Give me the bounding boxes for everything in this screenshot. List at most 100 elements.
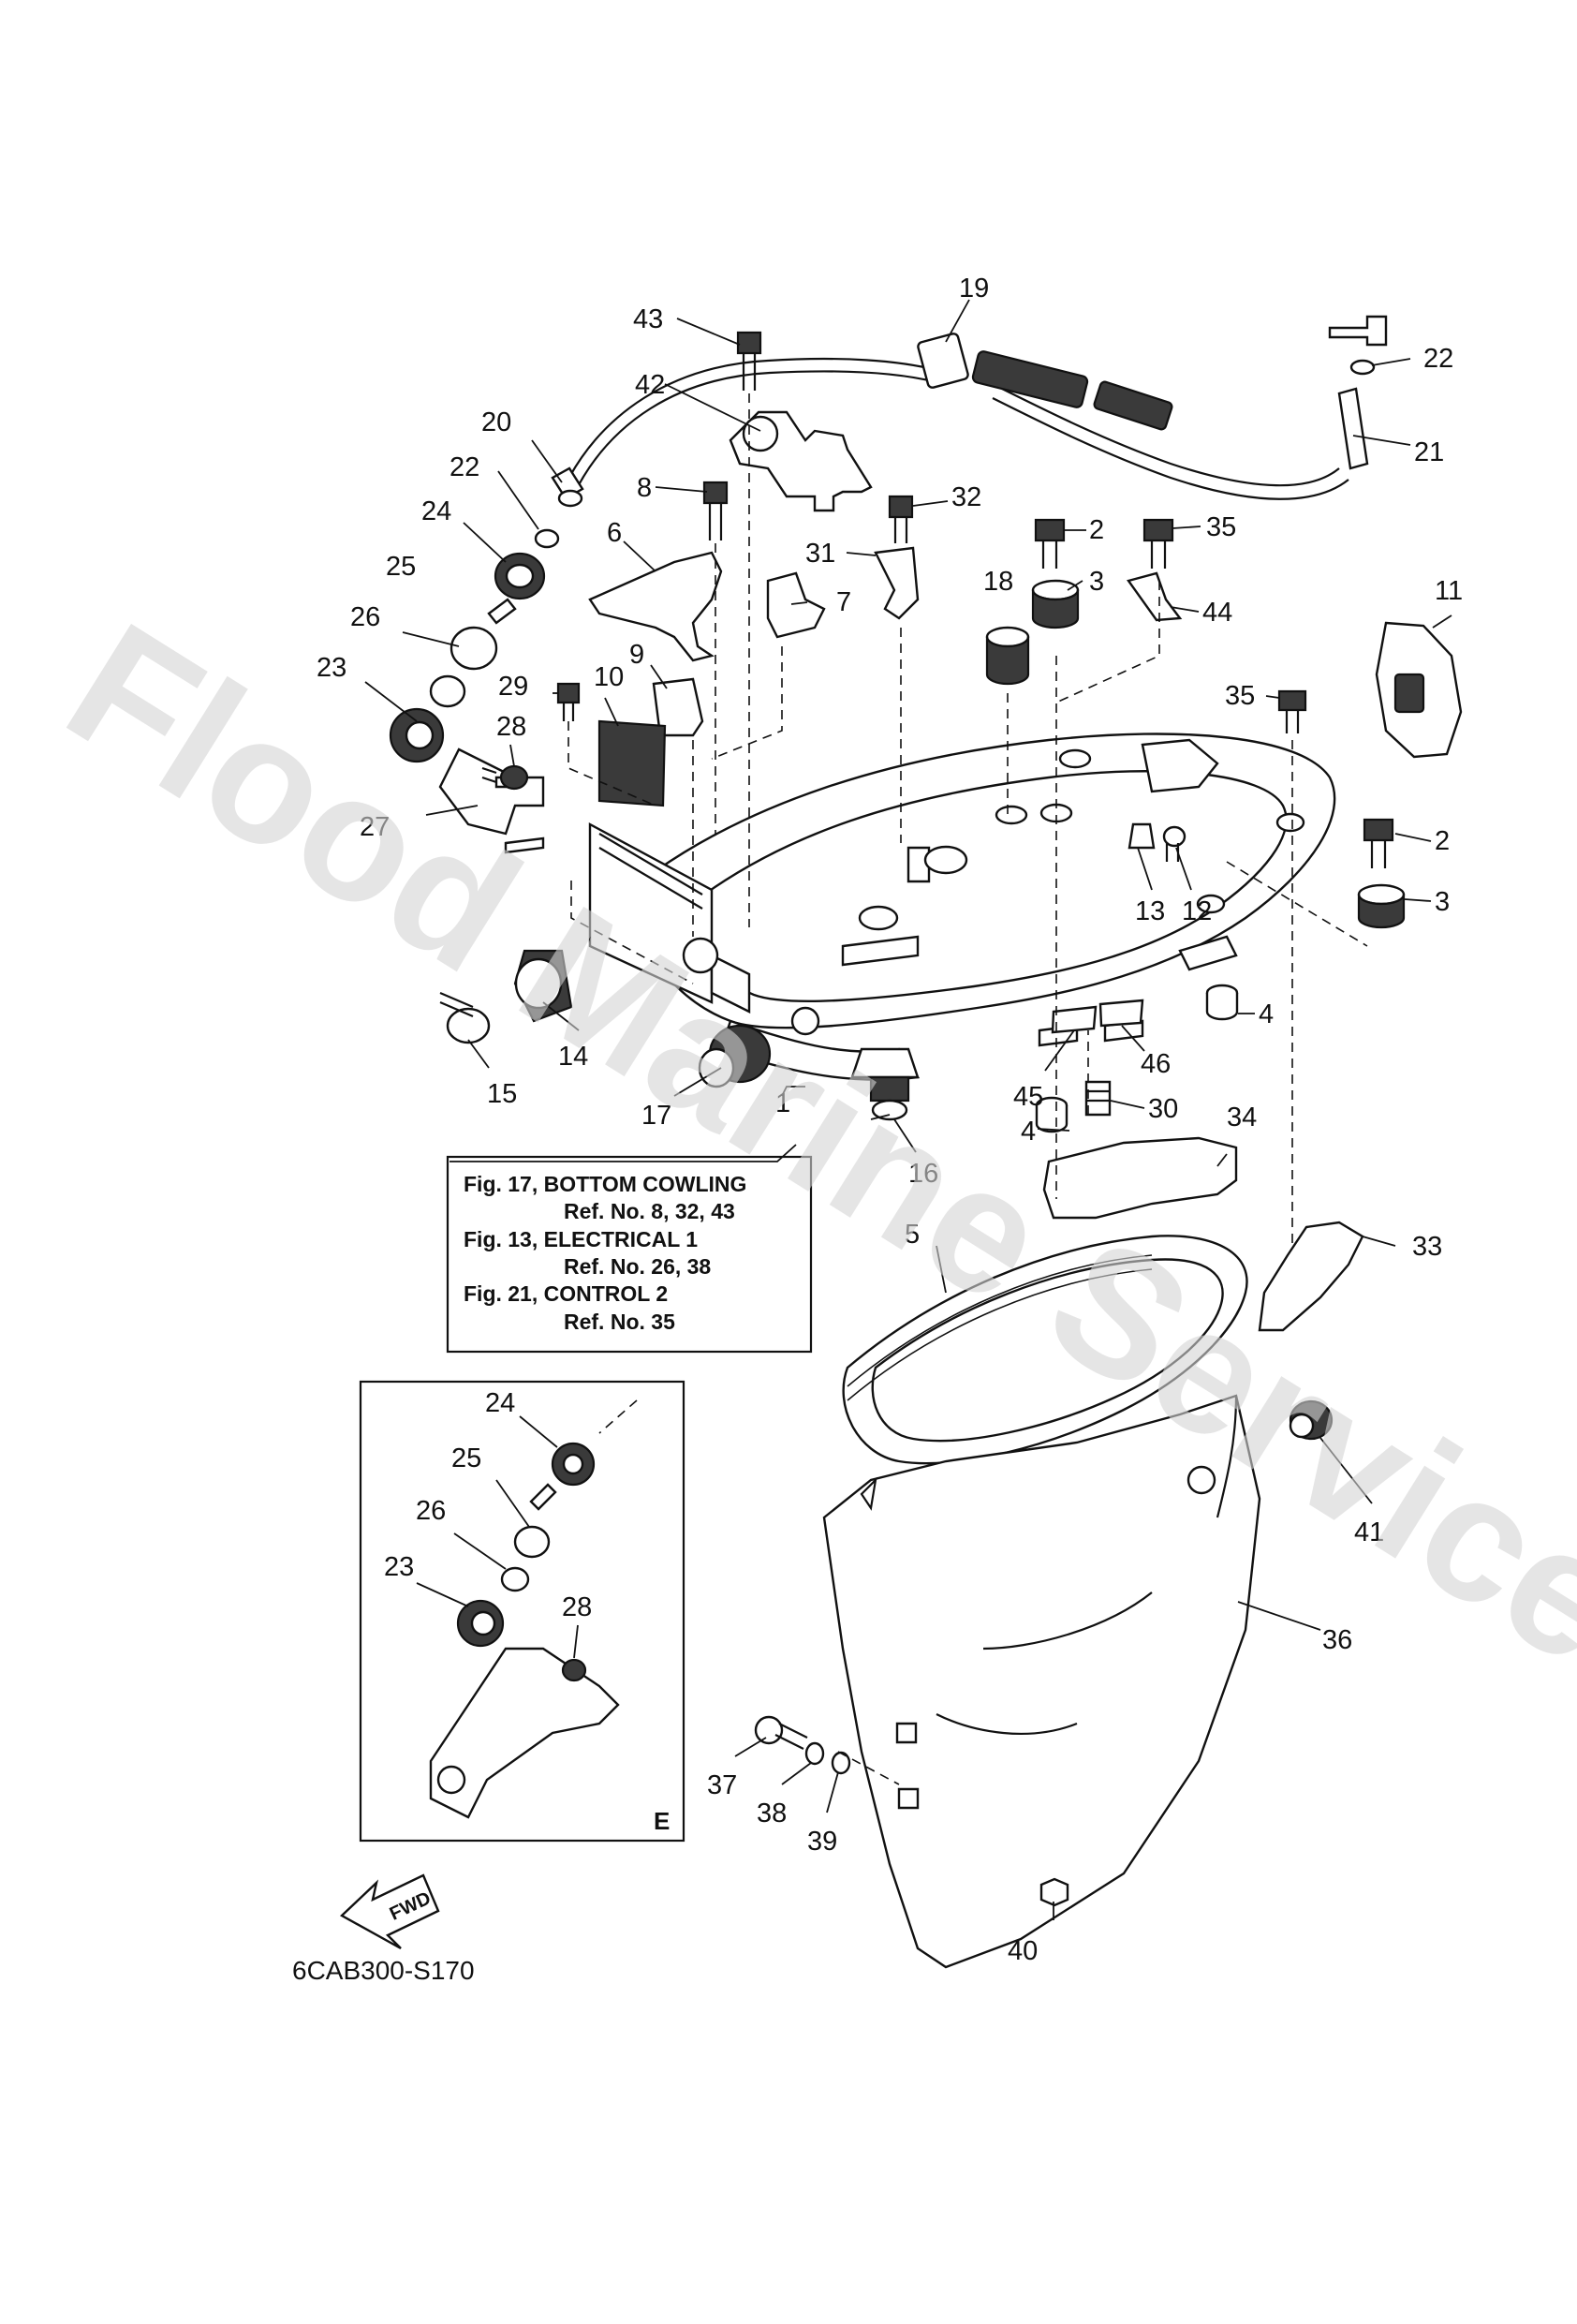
clip-22-left (534, 528, 560, 549)
clip-7 (766, 571, 826, 639)
clamp-15 (439, 991, 491, 1044)
label-8: 8 (637, 473, 652, 503)
inset-e (359, 1380, 685, 1843)
drain-16 (850, 1047, 920, 1121)
label-5: 5 (905, 1220, 920, 1250)
ref-line-5: Fig. 21, CONTROL 2 (464, 1281, 668, 1306)
label-20: 20 (481, 407, 511, 437)
label-27: 27 (360, 812, 390, 842)
grommet-41 (1289, 1399, 1334, 1441)
grommet-3-right (1357, 883, 1406, 929)
watermark: Flood Marine Services (36, 585, 1577, 1755)
bracket-34 (1042, 1136, 1238, 1220)
label-46: 46 (1141, 1049, 1171, 1079)
assembly-dashed-lines (567, 393, 1368, 1785)
screw-28 (481, 764, 529, 791)
label-41: 41 (1354, 1517, 1384, 1547)
label-40: 40 (1008, 1936, 1038, 1966)
label-10: 10 (594, 662, 624, 692)
label-17: 17 (641, 1101, 671, 1131)
label-9: 9 (629, 640, 644, 670)
label-25-inset: 25 (451, 1443, 481, 1473)
grommet-18 (985, 626, 1030, 686)
label-16: 16 (908, 1159, 938, 1189)
clip-44 (1127, 571, 1183, 622)
part-46 (1098, 999, 1144, 1028)
label-39: 39 (807, 1827, 837, 1857)
bracket-33 (1258, 1221, 1364, 1332)
hose-assembly (551, 315, 1388, 500)
label-29: 29 (498, 672, 528, 702)
clip-30 (1084, 1080, 1112, 1117)
label-3-right: 3 (1435, 887, 1450, 917)
label-3-top: 3 (1089, 567, 1104, 597)
label-leaders (364, 299, 1452, 1920)
ref-line-2: Ref. No. 8, 32, 43 (564, 1199, 735, 1223)
label-21: 21 (1414, 437, 1444, 467)
label-23-inset: 23 (384, 1552, 414, 1582)
part-45 (1051, 1005, 1098, 1034)
label-14: 14 (558, 1042, 588, 1072)
label-28-main: 28 (496, 712, 526, 742)
ref-line-4: Ref. No. 26, 38 (564, 1254, 711, 1279)
label-12: 12 (1182, 896, 1212, 926)
label-33: 33 (1412, 1232, 1442, 1262)
bolt-35-top (1142, 518, 1174, 569)
label-32: 32 (951, 482, 981, 512)
label-35-right: 35 (1225, 681, 1255, 711)
label-18: 18 (983, 567, 1013, 597)
trim-switch-cluster (389, 552, 546, 854)
label-31: 31 (805, 539, 835, 569)
bracket-6 (588, 551, 723, 662)
label-37: 37 (707, 1770, 737, 1800)
bolt-8 (702, 481, 729, 540)
grommet-17 (698, 1024, 772, 1088)
block-10 (597, 719, 667, 807)
fwd-arrow-icon (339, 1873, 440, 1950)
label-43: 43 (633, 304, 663, 334)
label-45: 45 (1013, 1082, 1043, 1112)
grommet-14 (513, 949, 573, 1023)
label-35-top: 35 (1206, 512, 1236, 542)
label-22-left: 22 (450, 452, 479, 482)
bolt-35-right (1277, 689, 1307, 733)
label-1: 1 (775, 1088, 790, 1118)
label-25-main: 25 (386, 552, 416, 582)
label-4-right: 4 (1259, 999, 1274, 1029)
part-labels: 1 2 2 3 3 4 4 5 6 7 8 9 10 11 12 13 14 1… (317, 274, 1463, 1966)
grommet-3-top (1031, 579, 1080, 629)
label-42: 42 (635, 370, 665, 400)
collar-4-left (1035, 1096, 1069, 1133)
ref-line-1: Fig. 17, BOTTOM COWLING (464, 1172, 746, 1196)
label-36: 36 (1322, 1625, 1352, 1655)
bolt-29 (556, 682, 581, 721)
inset-parts (429, 1399, 638, 1819)
grommet-13 (1127, 822, 1156, 850)
lower-cowling-36 (822, 1394, 1261, 1969)
label-30: 30 (1148, 1094, 1178, 1124)
bolt-2-right (1363, 818, 1394, 868)
label-6: 6 (607, 518, 622, 548)
label-13: 13 (1135, 896, 1165, 926)
bolt-43 (736, 331, 762, 391)
bolt-2-top (1034, 518, 1066, 569)
washer-39 (831, 1751, 851, 1775)
ref-line-6: Ref. No. 35 (564, 1310, 675, 1334)
label-44: 44 (1202, 598, 1232, 628)
label-24-inset: 24 (485, 1388, 515, 1418)
label-4-left: 4 (1021, 1117, 1036, 1147)
label-38: 38 (757, 1799, 787, 1828)
label-23-main: 23 (317, 653, 346, 683)
hose-end-20 (557, 489, 583, 508)
label-7: 7 (836, 587, 851, 617)
label-15: 15 (487, 1079, 517, 1109)
bolt-37 (754, 1715, 808, 1750)
label-11: 11 (1435, 576, 1463, 606)
collar-4-right (1205, 984, 1239, 1021)
nut-40 (1039, 1877, 1069, 1907)
reference-box: Fig. 17, BOTTOM COWLING Ref. No. 8, 32, … (446, 1155, 813, 1354)
label-19: 19 (959, 274, 989, 303)
ref-line-3: Fig. 13, ELECTRICAL 1 (464, 1227, 698, 1251)
label-34: 34 (1227, 1103, 1257, 1132)
